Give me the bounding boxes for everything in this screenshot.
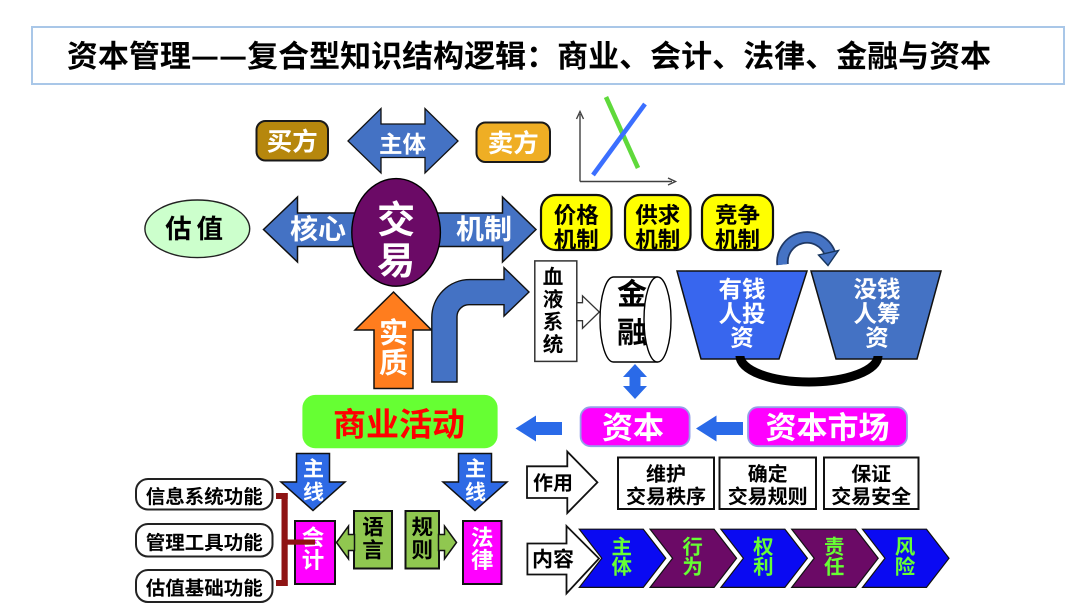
svg-text:血: 血	[543, 260, 564, 290]
svg-text:主: 主	[303, 453, 324, 483]
svg-text:维护: 维护	[646, 458, 686, 487]
svg-text:机制: 机制	[554, 222, 599, 254]
svg-text:语: 语	[362, 511, 384, 542]
svg-text:估: 估	[165, 207, 192, 246]
svg-text:资本管理——复合型知识结构逻辑：商业、会计、法律、金融与资本: 资本管理——复合型知识结构逻辑：商业、会计、法律、金融与资本	[67, 31, 991, 76]
svg-text:交: 交	[377, 189, 415, 244]
svg-text:法: 法	[471, 520, 494, 552]
svg-text:供求: 供求	[635, 198, 680, 230]
svg-text:作用: 作用	[533, 467, 573, 496]
svg-text:交易秩序: 交易秩序	[626, 480, 706, 509]
svg-text:值: 值	[196, 207, 223, 246]
svg-text:液: 液	[543, 283, 564, 313]
svg-text:交易规则: 交易规则	[728, 480, 808, 509]
svg-text:金: 金	[617, 270, 647, 314]
svg-text:确定: 确定	[748, 458, 788, 487]
svg-text:计: 计	[302, 543, 325, 575]
svg-text:有钱: 有钱	[719, 270, 766, 304]
svg-text:律: 律	[471, 543, 494, 575]
svg-text:利: 利	[753, 550, 774, 580]
svg-text:人投: 人投	[719, 295, 766, 329]
svg-text:竞争: 竞争	[715, 198, 760, 230]
svg-text:价格: 价格	[554, 198, 600, 230]
svg-text:估值基础功能: 估值基础功能	[146, 572, 264, 601]
svg-text:主: 主	[612, 530, 633, 560]
svg-text:主体: 主体	[379, 126, 426, 160]
svg-text:体: 体	[612, 550, 633, 580]
svg-text:统: 统	[543, 328, 564, 358]
svg-text:资本市场: 资本市场	[766, 402, 890, 447]
svg-text:信息系统功能: 信息系统功能	[146, 480, 264, 509]
svg-text:管理工具功能: 管理工具功能	[146, 526, 264, 555]
svg-text:易: 易	[377, 230, 415, 285]
svg-text:融: 融	[617, 308, 647, 352]
svg-text:资本: 资本	[602, 402, 664, 447]
svg-text:人筹: 人筹	[854, 295, 901, 329]
svg-text:资: 资	[865, 319, 889, 353]
svg-text:资: 资	[730, 319, 754, 353]
svg-text:主: 主	[465, 453, 486, 483]
svg-text:规: 规	[411, 511, 433, 542]
svg-text:交易安全: 交易安全	[831, 480, 911, 509]
svg-text:卖方: 卖方	[488, 123, 539, 160]
svg-text:没钱: 没钱	[854, 270, 901, 304]
svg-text:机制: 机制	[456, 208, 512, 248]
svg-text:责: 责	[824, 530, 845, 560]
svg-text:系: 系	[543, 305, 564, 335]
svg-text:保证: 保证	[851, 458, 891, 487]
svg-text:则: 则	[411, 534, 433, 565]
svg-text:为: 为	[682, 550, 703, 580]
svg-text:机制: 机制	[635, 222, 680, 254]
svg-text:险: 险	[895, 550, 916, 580]
svg-text:行: 行	[682, 530, 703, 560]
svg-text:线: 线	[303, 477, 324, 507]
svg-text:权: 权	[753, 530, 774, 560]
svg-text:实: 实	[379, 310, 408, 352]
svg-text:任: 任	[824, 550, 845, 580]
svg-text:核心: 核心	[290, 208, 346, 248]
svg-text:线: 线	[465, 477, 486, 507]
svg-text:商业活动: 商业活动	[333, 398, 465, 446]
svg-text:内容: 内容	[532, 544, 574, 574]
svg-text:机制: 机制	[715, 222, 760, 254]
svg-text:买方: 买方	[267, 122, 318, 159]
svg-text:风: 风	[895, 530, 916, 560]
svg-text:质: 质	[379, 340, 408, 382]
svg-text:言: 言	[362, 534, 384, 565]
